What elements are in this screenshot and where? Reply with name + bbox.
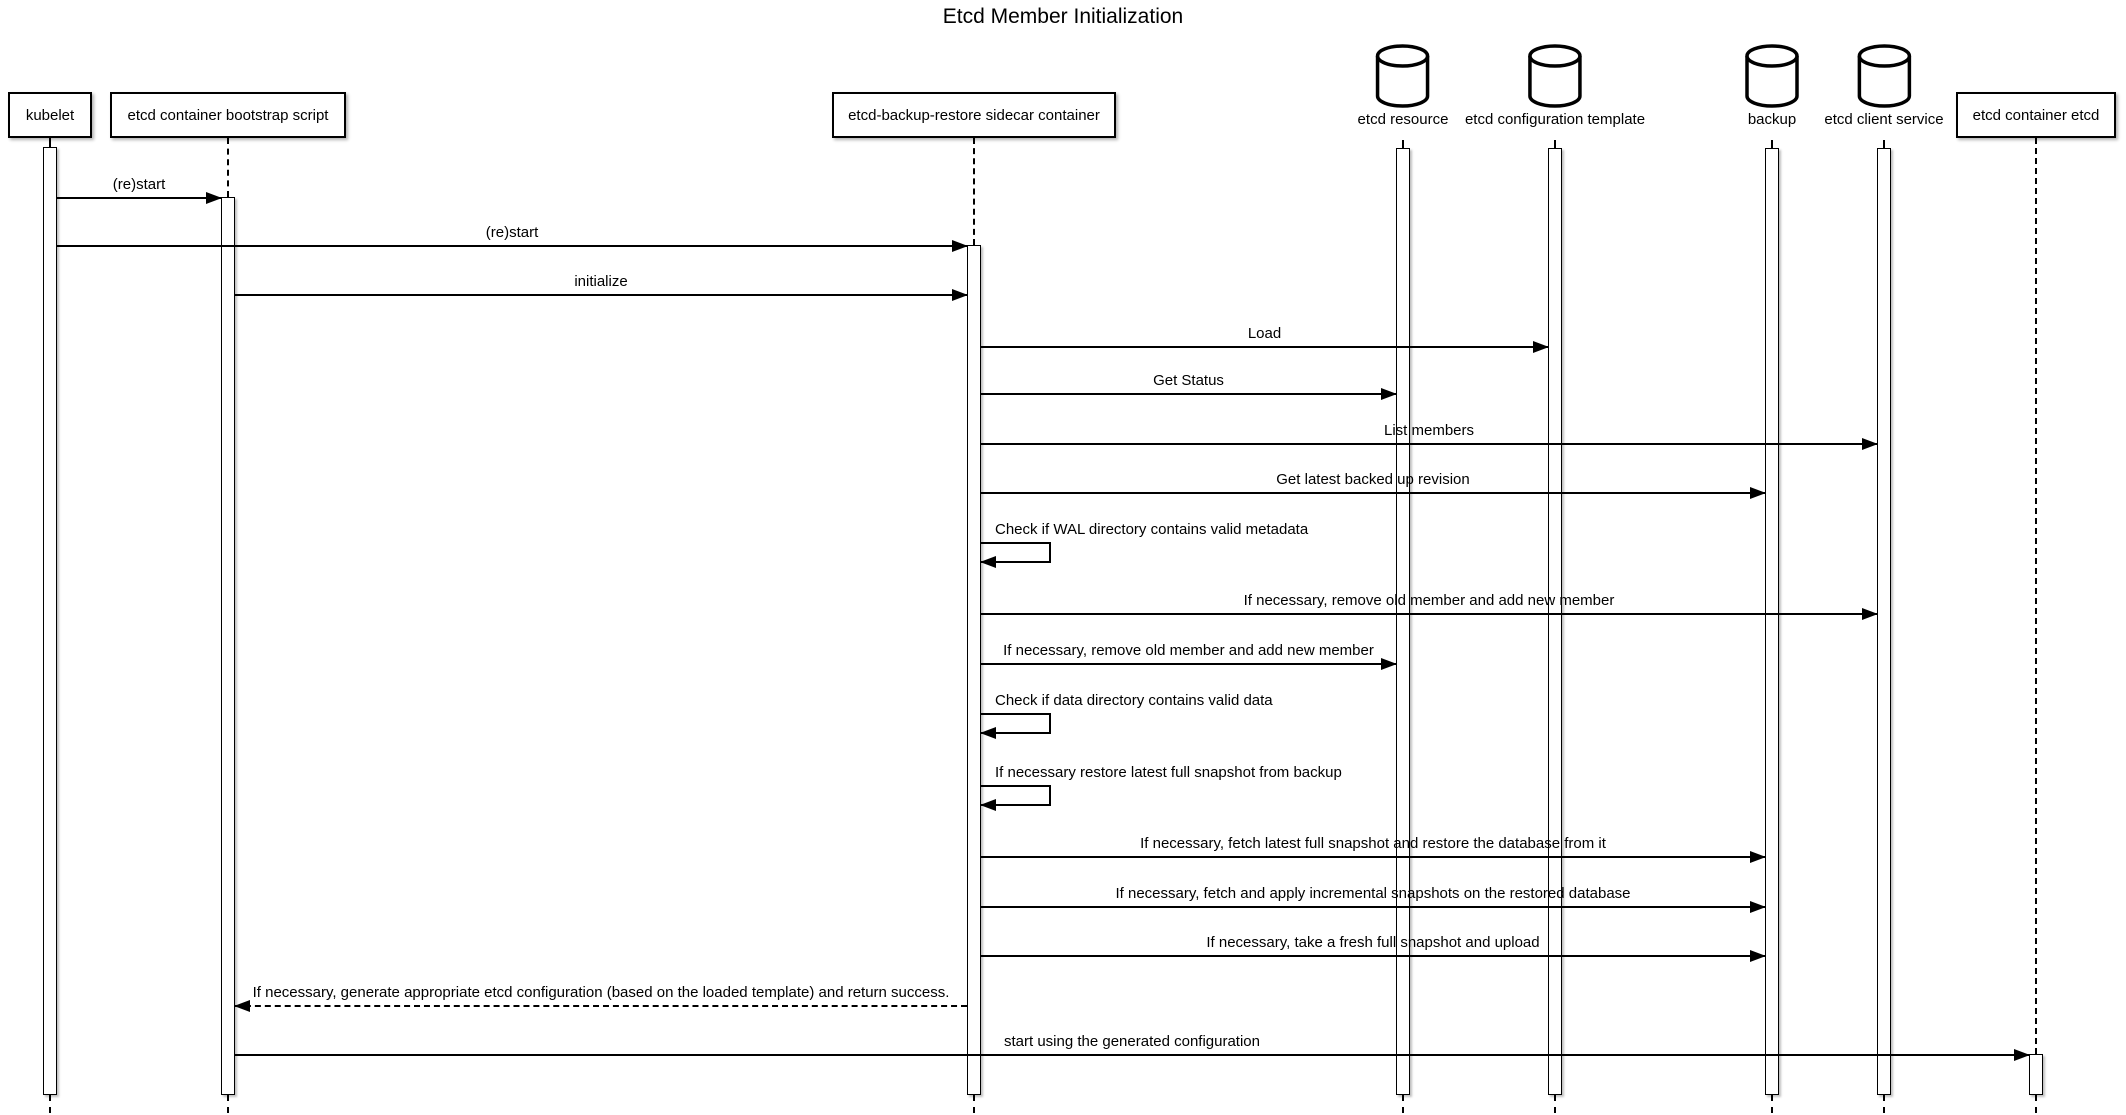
arrow-right-icon [1862,438,1878,450]
message-label: initialize [574,273,628,290]
lifeline-kubelet-top [49,138,51,148]
arrow-right-icon [2014,1049,2030,1061]
lifeline-etcd-config-template-top [1554,140,1556,148]
arrow-left-icon [980,727,996,739]
lifeline-etcd-client-service-top [1883,140,1885,148]
message-label: Get Status [1153,372,1224,389]
participant-label: backup [1747,111,1797,128]
message-label: Check if WAL directory contains valid me… [995,521,1309,538]
activation-backup [1765,148,1779,1095]
activation-etcd-resource [1396,148,1410,1095]
activation-kubelet [43,147,57,1095]
participant-label: etcd client service [1824,111,1944,128]
arrow-right-icon [952,289,968,301]
message-take-fresh-snapshot: If necessary, take a fresh full snapshot… [981,934,1766,962]
diagram-title: Etcd Member Initialization [942,5,1184,28]
lifeline-kubelet-bottom [49,1095,51,1113]
lifeline-bootstrap-bottom [227,1095,229,1113]
lifeline-etcd-resource-top [1402,140,1404,148]
activation-etcd-container [2029,1054,2043,1095]
message-list-members: List members [981,422,1878,450]
database-icon [1857,44,1911,108]
message-label: Check if data directory contains valid d… [995,692,1273,709]
message-label: start using the generated configuration [1003,1033,1260,1050]
message-load: Load [981,325,1549,353]
database-icon [1528,44,1582,108]
message-get-latest-backed-up-revision: Get latest backed up revision [981,471,1766,499]
lifeline-etcd-container-top [2035,138,2037,1054]
message-apply-incremental-snapshots: If necessary, fetch and apply incrementa… [981,885,1766,913]
lifeline-bootstrap-top [227,138,229,197]
arrow-left-icon [980,799,996,811]
participant-etcd-config-template: etcd configuration template [1465,44,1645,128]
message-check-data-directory: Check if data directory contains valid d… [980,692,1273,739]
lifeline-sidecar-bottom [973,1095,975,1113]
lifeline-sidecar-top [973,138,975,245]
message-label: If necessary, remove old member and add … [1003,642,1374,659]
participant-backup: backup [1743,44,1801,128]
message-get-status: Get Status [981,372,1397,400]
participant-label: etcd-backup-restore sidecar container [848,106,1100,124]
participant-kubelet: kubelet [8,92,92,138]
arrow-right-icon [1862,608,1878,620]
arrow-right-icon [1750,851,1766,863]
participant-etcd-resource: etcd resource [1357,44,1449,128]
arrow-right-icon [1750,901,1766,913]
message-label: If necessary, remove old member and add … [1243,592,1615,609]
message-label: If necessary, fetch and apply incrementa… [1115,885,1631,902]
message-remove-add-member-client-service: If necessary, remove old member and add … [981,592,1878,620]
message-label: If necessary restore latest full snapsho… [995,764,1342,781]
participant-etcd-container: etcd container etcd [1956,92,2116,138]
message-generate-configuration-return: If necessary, generate appropriate etcd … [234,984,967,1012]
message-label: Get latest backed up revision [1276,471,1470,488]
lifeline-etcd-container-bottom [2035,1095,2037,1113]
message-label: (re)start [112,176,166,193]
participant-etcd-client-service: etcd client service [1824,44,1944,128]
arrow-right-icon [1533,341,1549,353]
message-restore-latest-full-snapshot: If necessary restore latest full snapsho… [980,764,1342,811]
activation-etcd-client-service [1877,148,1891,1095]
message-restart-bootstrap: (re)start [57,176,222,204]
message-fetch-full-snapshot: If necessary, fetch latest full snapshot… [981,835,1766,863]
message-remove-add-member-etcd-resource: If necessary, remove old member and add … [981,642,1397,670]
message-label: If necessary, take a fresh full snapshot… [1206,934,1540,951]
arrow-left-icon [234,1000,250,1012]
message-label: If necessary, fetch latest full snapshot… [1140,835,1606,852]
arrow-right-icon [1750,950,1766,962]
lifeline-etcd-resource-bottom [1402,1095,1404,1113]
message-initialize: initialize [235,273,968,301]
lifeline-etcd-config-template-bottom [1554,1095,1556,1113]
lifeline-backup-top [1771,140,1773,148]
activation-bootstrap [221,197,235,1095]
lifeline-etcd-client-service-bottom [1883,1095,1885,1113]
database-icon [1376,44,1430,108]
database-icon [1745,44,1799,108]
arrow-right-icon [1750,487,1766,499]
arrow-right-icon [952,240,968,252]
message-label: If necessary, generate appropriate etcd … [252,984,950,1001]
message-restart-sidecar: (re)start [57,224,968,252]
message-label: (re)start [485,224,539,241]
arrow-right-icon [1381,658,1397,670]
message-label: List members [1383,422,1475,439]
activation-etcd-config-template [1548,148,1562,1095]
self-message-loop [980,785,1051,811]
participant-label: etcd container bootstrap script [127,106,329,124]
activation-sidecar [967,245,981,1095]
message-label: Load [1247,325,1282,342]
arrow-left-icon [980,556,996,568]
participant-bootstrap: etcd container bootstrap script [110,92,346,138]
self-message-loop [980,713,1051,739]
participant-label: etcd resource [1357,111,1449,128]
participant-label: kubelet [25,106,75,124]
participant-label: etcd configuration template [1464,111,1646,128]
arrow-right-icon [1381,388,1397,400]
participant-label: etcd container etcd [1972,106,2100,124]
message-check-wal-directory: Check if WAL directory contains valid me… [980,521,1309,568]
participant-sidecar: etcd-backup-restore sidecar container [832,92,1116,138]
self-message-loop [980,542,1051,568]
lifeline-backup-bottom [1771,1095,1773,1113]
arrow-right-icon [206,192,222,204]
message-start-using-configuration: start using the generated configuration [235,1033,2030,1061]
